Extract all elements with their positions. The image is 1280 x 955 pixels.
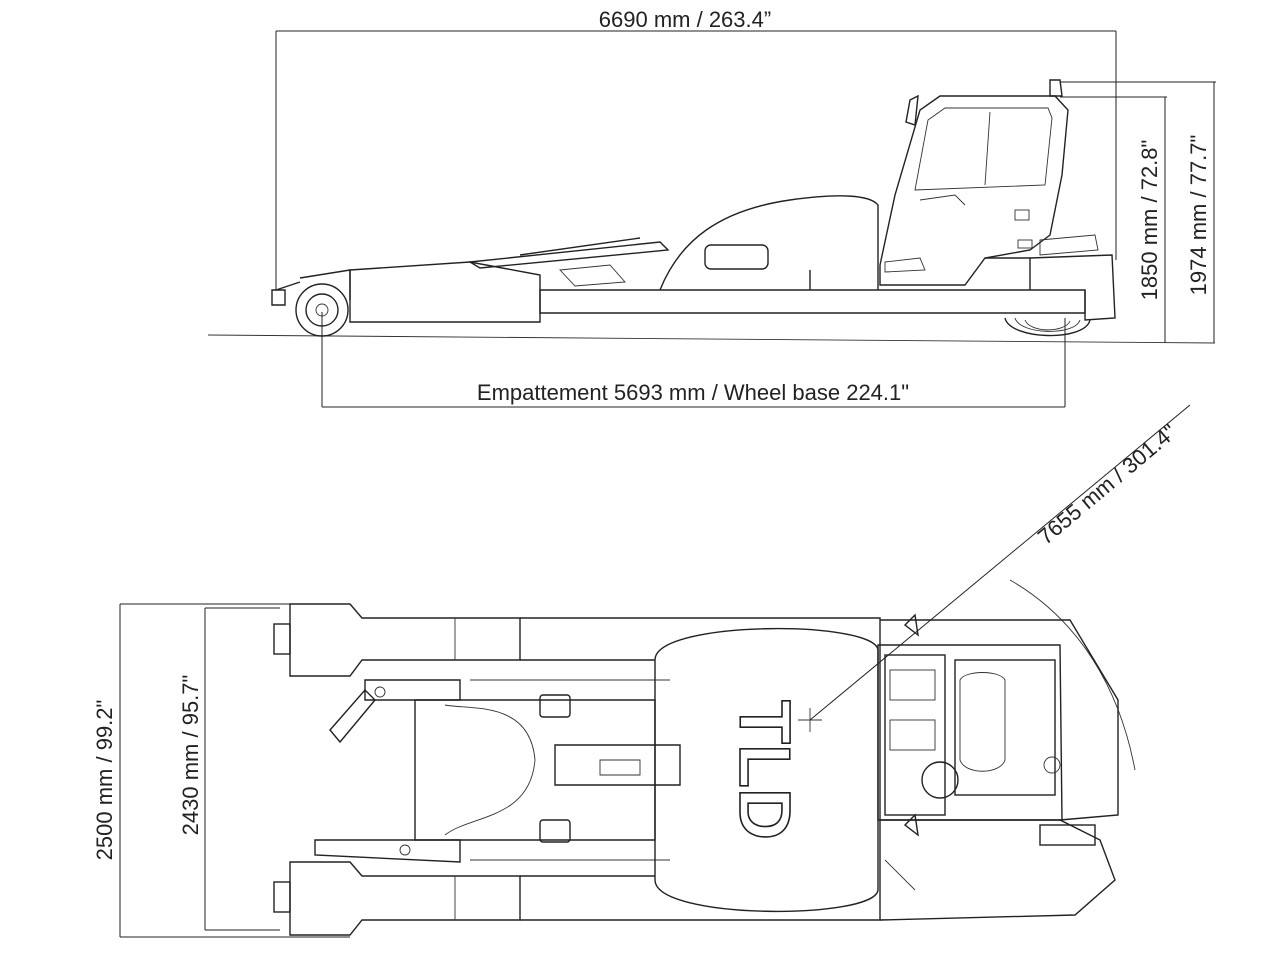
top-cab bbox=[877, 613, 1119, 921]
overall-length-label: 6690 mm / 263.4” bbox=[599, 7, 771, 32]
top-view: 2500 mm / 99.2" 2430 mm / 95.7" 7655 mm … bbox=[92, 404, 1191, 938]
turning-radius-label: 7655 mm / 301.4" bbox=[1033, 419, 1182, 549]
side-rear-wheels bbox=[1004, 317, 1091, 337]
overall-width-label: 2500 mm / 99.2" bbox=[92, 700, 117, 861]
side-view: 6690 mm / 263.4” Empattement 5693 mm / W… bbox=[207, 7, 1216, 408]
width-dimensions: 2500 mm / 99.2" 2430 mm / 95.7" bbox=[92, 603, 350, 938]
logo-text: TLD bbox=[724, 700, 804, 840]
top-upper-fork bbox=[273, 603, 521, 677]
side-cab bbox=[879, 79, 1099, 286]
top-lower-fork bbox=[273, 861, 521, 936]
total-height-label: 1974 mm / 77.7" bbox=[1186, 135, 1211, 296]
track-width-label: 2430 mm / 95.7" bbox=[178, 675, 203, 836]
cab-height-label: 1850 mm / 72.8" bbox=[1137, 140, 1162, 301]
height-dimensions: 1850 mm / 72.8" 1974 mm / 77.7" bbox=[1060, 81, 1216, 343]
side-front-wheel bbox=[271, 283, 349, 337]
tld-logo: TLD bbox=[723, 699, 805, 841]
wheel-base-label: Empattement 5693 mm / Wheel base 224.1" bbox=[477, 380, 909, 405]
top-hood bbox=[654, 627, 879, 913]
ground-line bbox=[207, 334, 1216, 344]
wheel-base-dimension: Empattement 5693 mm / Wheel base 224.1" bbox=[321, 312, 1066, 408]
turning-radius-dimension: 7655 mm / 301.4" bbox=[798, 404, 1191, 771]
side-chassis bbox=[275, 195, 1116, 323]
overall-length-dimension: 6690 mm / 263.4” bbox=[275, 7, 1117, 290]
